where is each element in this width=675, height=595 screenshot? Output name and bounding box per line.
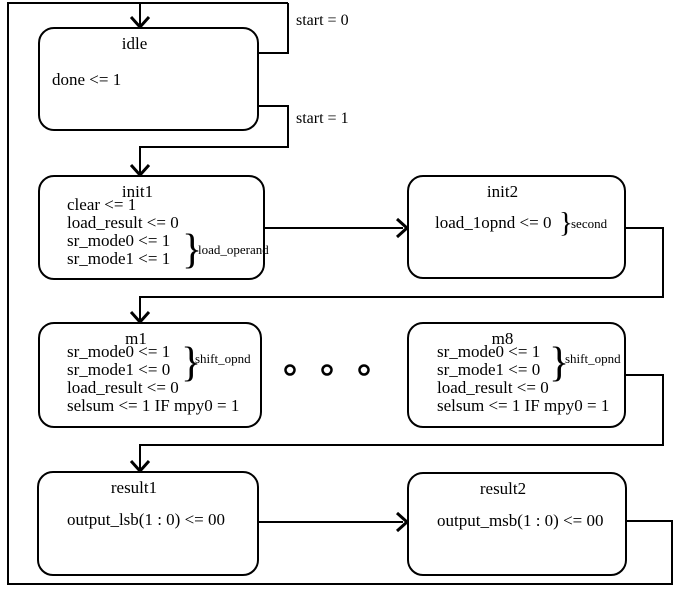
transition-idle-self-loop-line — [259, 3, 289, 54]
state-action: done <= 1 — [52, 70, 122, 89]
state-init1: init1 clear <= 1 load_result <= 0 sr_mod… — [38, 175, 269, 280]
state-title: m1 — [125, 329, 147, 348]
state-action: sr_mode1 <= 0 — [437, 360, 541, 379]
grouping-brace: } — [182, 227, 203, 273]
state-title: init1 — [121, 182, 154, 201]
state-init2: init2 load_1opnd <= 0 } second — [407, 175, 626, 279]
state-idle: idle done <= 1 — [38, 27, 259, 131]
state-action: load_result <= 0 — [67, 213, 179, 232]
state-title: idle — [121, 34, 148, 53]
state-action: output_lsb(1 : 0) <= 00 — [67, 510, 226, 529]
grouping-brace: } — [559, 207, 573, 239]
state-action: sr_mode0 <= 1 — [67, 231, 171, 250]
transition-label-start-1: start = 1 — [296, 110, 349, 127]
ellipsis-dot — [284, 364, 296, 376]
transition-m8-to-result1-line — [139, 374, 664, 469]
brace-label: shift_opnd — [565, 351, 621, 366]
transition-init2-to-m1-line — [139, 227, 664, 320]
state-action: clear <= 1 — [67, 195, 137, 214]
state-action: load_1opnd <= 0 — [435, 213, 552, 232]
state-m1: m1 sr_mode0 <= 1 sr_mode1 <= 0 load_resu… — [38, 322, 262, 428]
grouping-brace: } — [549, 340, 570, 386]
brace-label: shift_opnd — [195, 351, 251, 366]
brace-label: load_operand — [198, 242, 269, 257]
grouping-brace: } — [181, 340, 202, 386]
state-action: sr_mode1 <= 1 — [67, 249, 171, 268]
brace-label: second — [571, 216, 608, 231]
transition-result2-feedback-line — [7, 2, 673, 585]
ellipsis-dots — [284, 364, 370, 376]
state-result1: result1 output_lsb(1 : 0) <= 00 — [37, 471, 259, 576]
ellipsis-dot — [321, 364, 333, 376]
state-action: selsum <= 1 IF mpy0 = 1 — [67, 396, 240, 415]
ellipsis-dot — [358, 364, 370, 376]
transition-label-start-0: start = 0 — [296, 12, 349, 29]
state-action: load_result <= 0 — [437, 378, 549, 397]
state-result2: result2 output_msb(1 : 0) <= 00 — [407, 472, 627, 576]
state-title: m8 — [491, 329, 514, 348]
state-action: load_result <= 0 — [67, 378, 179, 397]
state-action: sr_mode0 <= 1 — [67, 342, 171, 361]
state-action: output_msb(1 : 0) <= 00 — [437, 511, 604, 530]
state-action: selsum <= 1 IF mpy0 = 1 — [437, 396, 610, 415]
state-action: sr_mode0 <= 1 — [437, 342, 541, 361]
state-title: result2 — [479, 479, 527, 498]
state-m8: m8 sr_mode0 <= 1 sr_mode1 <= 0 load_resu… — [407, 322, 626, 428]
transition-idle-to-init1-line — [139, 105, 289, 173]
state-title: result1 — [110, 478, 158, 497]
state-action: sr_mode1 <= 0 — [67, 360, 171, 379]
state-title: init2 — [486, 182, 519, 201]
